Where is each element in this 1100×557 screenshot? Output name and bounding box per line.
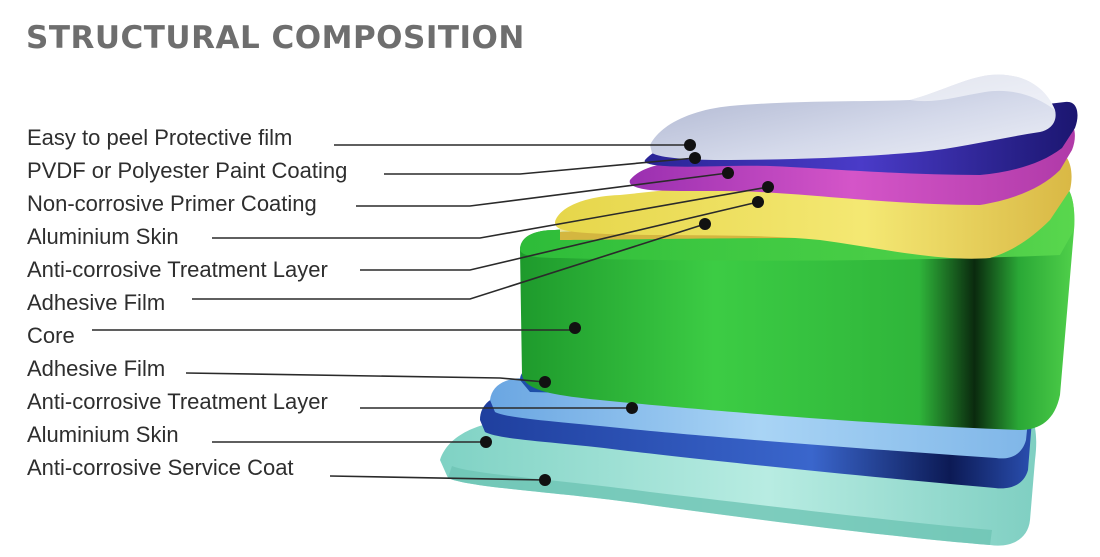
layer-label-aluminium-skin-top: Aluminium Skin: [27, 224, 179, 249]
leader-dot-aluminium-skin-bottom: [480, 436, 492, 448]
leader-dots: [480, 139, 774, 486]
layer-label-paint-coating: PVDF or Polyester Paint Coating: [27, 158, 348, 183]
layer-label-list: Easy to peel Protective film PVDF or Pol…: [27, 121, 347, 484]
layer-label-primer-coating: Non-corrosive Primer Coating: [27, 191, 317, 216]
leader-dot-primer-coating: [722, 167, 734, 179]
protective-film-curl: [910, 74, 1055, 110]
leader-dot-aluminium-skin-top: [762, 181, 774, 193]
leader-dot-treatment-layer-bottom: [626, 402, 638, 414]
layer-label-treatment-layer-top: Anti-corrosive Treatment Layer: [27, 257, 328, 282]
layer-service-coat-edge: [448, 466, 992, 545]
leader-dot-paint-coating: [689, 152, 701, 164]
layer-label-protective-film: Easy to peel Protective film: [27, 125, 293, 150]
leader-lines: [92, 144, 769, 481]
leader-line-primer-coating: [356, 172, 729, 207]
diagram-title: STRUCTURAL COMPOSITION: [26, 20, 525, 56]
leader-line-service-coat: [329, 475, 546, 481]
layer-label-core: Core: [27, 323, 75, 348]
leader-line-adhesive-film-bottom: [185, 372, 546, 383]
leader-line-adhesive-film-top: [192, 223, 706, 300]
layer-label-adhesive-film-bottom: Adhesive Film: [27, 356, 166, 381]
leader-dot-core: [569, 322, 581, 334]
leader-line-aluminium-skin-top: [212, 186, 769, 239]
leader-dot-adhesive-film-bottom: [539, 376, 551, 388]
leader-line-paint-coating: [384, 157, 696, 175]
layer-label-service-coat: Anti-corrosive Service Coat: [27, 455, 294, 480]
leader-dot-service-coat: [539, 474, 551, 486]
layer-label-aluminium-skin-bottom: Aluminium Skin: [27, 422, 179, 447]
leader-dot-treatment-layer-top: [752, 196, 764, 208]
leader-line-treatment-layer-top: [360, 201, 759, 271]
layer-label-adhesive-film-top: Adhesive Film: [27, 290, 166, 315]
leader-dot-adhesive-film-top: [699, 218, 711, 230]
leader-dot-protective-film: [684, 139, 696, 151]
layer-label-treatment-layer-bottom: Anti-corrosive Treatment Layer: [27, 389, 328, 414]
